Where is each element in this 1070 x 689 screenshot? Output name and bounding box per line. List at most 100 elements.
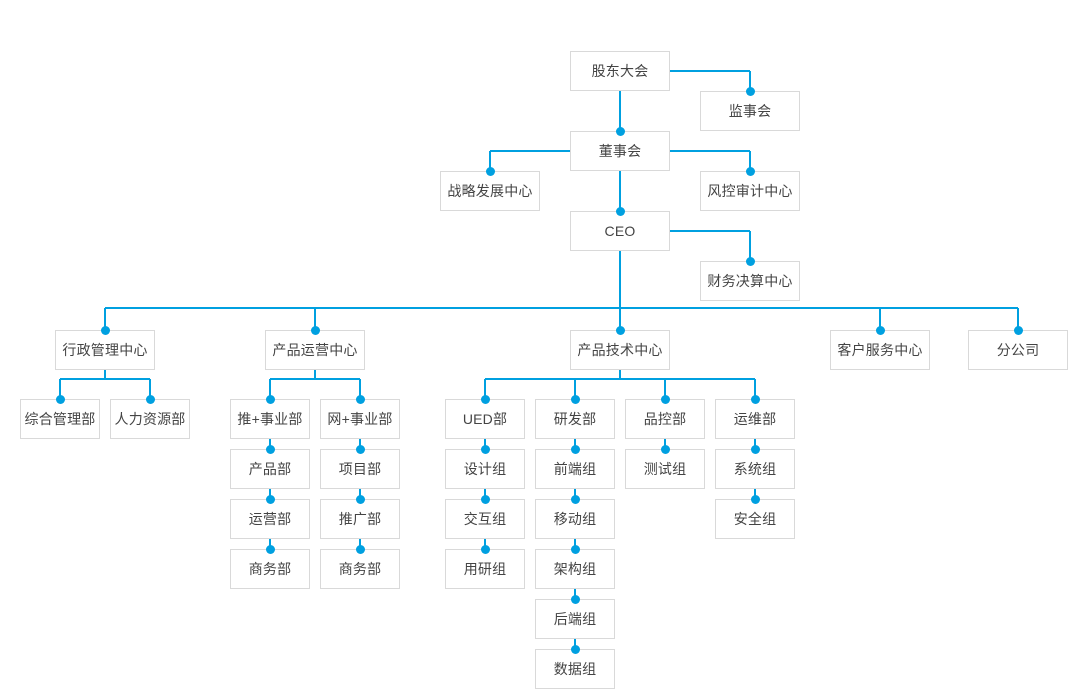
org-node-ops-maint-dept[interactable]: 运维部 bbox=[715, 399, 795, 439]
connector-dot bbox=[570, 494, 580, 504]
org-node-wang-bu[interactable]: 网+事业部 bbox=[320, 399, 400, 439]
connector-dot bbox=[355, 394, 365, 404]
connector-dot bbox=[265, 394, 275, 404]
connector-dot bbox=[750, 494, 760, 504]
org-node-design-group[interactable]: 设计组 bbox=[445, 449, 525, 489]
org-node-qa-dept[interactable]: 品控部 bbox=[625, 399, 705, 439]
org-node-mobile-group[interactable]: 移动组 bbox=[535, 499, 615, 539]
org-node-label: 战略发展中心 bbox=[447, 183, 533, 199]
org-node-label: 测试组 bbox=[643, 461, 687, 477]
org-node-label: 行政管理中心 bbox=[62, 342, 148, 358]
org-node-label: UED部 bbox=[462, 411, 508, 427]
org-node-supervisory[interactable]: 监事会 bbox=[700, 91, 800, 131]
org-node-label: 网+事业部 bbox=[327, 411, 393, 427]
org-node-architecture-group[interactable]: 架构组 bbox=[535, 549, 615, 589]
org-node-label: 用研组 bbox=[463, 561, 507, 577]
connector-dot bbox=[570, 594, 580, 604]
org-node-general-admin[interactable]: 综合管理部 bbox=[20, 399, 100, 439]
connector-dot bbox=[750, 394, 760, 404]
org-node-finance[interactable]: 财务决算中心 bbox=[700, 261, 800, 301]
connector-dot bbox=[1013, 325, 1023, 335]
org-node-label: 推广部 bbox=[338, 511, 382, 527]
org-node-test-group[interactable]: 测试组 bbox=[625, 449, 705, 489]
org-node-hr[interactable]: 人力资源部 bbox=[110, 399, 190, 439]
org-node-label: 系统组 bbox=[733, 461, 777, 477]
org-node-label: 数据组 bbox=[553, 661, 597, 677]
org-node-data-group[interactable]: 数据组 bbox=[535, 649, 615, 689]
org-node-label: 产品技术中心 bbox=[577, 342, 663, 358]
org-node-biz-dept-1[interactable]: 商务部 bbox=[230, 549, 310, 589]
org-node-ued-dept[interactable]: UED部 bbox=[445, 399, 525, 439]
org-node-frontend-group[interactable]: 前端组 bbox=[535, 449, 615, 489]
org-node-ops-dept[interactable]: 运营部 bbox=[230, 499, 310, 539]
org-node-interaction-group[interactable]: 交互组 bbox=[445, 499, 525, 539]
connector-dot bbox=[145, 394, 155, 404]
org-node-backend-group[interactable]: 后端组 bbox=[535, 599, 615, 639]
connector-dot bbox=[570, 444, 580, 454]
connector-dot bbox=[355, 544, 365, 554]
org-node-rd-dept[interactable]: 研发部 bbox=[535, 399, 615, 439]
connector-dot bbox=[615, 126, 625, 136]
connector-dot bbox=[660, 444, 670, 454]
connector-dot bbox=[745, 86, 755, 96]
org-node-label: 品控部 bbox=[643, 411, 687, 427]
org-node-label: 商务部 bbox=[338, 561, 382, 577]
org-node-system-group[interactable]: 系统组 bbox=[715, 449, 795, 489]
connector-dot bbox=[480, 394, 490, 404]
connector-dot bbox=[875, 325, 885, 335]
org-node-label: 前端组 bbox=[553, 461, 597, 477]
org-node-admin-center[interactable]: 行政管理中心 bbox=[55, 330, 155, 370]
org-node-label: CEO bbox=[604, 223, 636, 239]
org-node-label: 移动组 bbox=[553, 511, 597, 527]
org-node-shareholders[interactable]: 股东大会 bbox=[570, 51, 670, 91]
org-node-label: 董事会 bbox=[598, 143, 642, 159]
org-node-promo-dept[interactable]: 推广部 bbox=[320, 499, 400, 539]
connector-dot bbox=[570, 394, 580, 404]
connector-dot bbox=[485, 166, 495, 176]
connector-dot bbox=[355, 444, 365, 454]
connector-dot bbox=[615, 325, 625, 335]
connector-dot bbox=[480, 544, 490, 554]
connector-dot bbox=[480, 494, 490, 504]
org-node-label: 综合管理部 bbox=[24, 411, 96, 427]
org-node-product-ops-center[interactable]: 产品运营中心 bbox=[265, 330, 365, 370]
org-node-board[interactable]: 董事会 bbox=[570, 131, 670, 171]
org-node-strategy[interactable]: 战略发展中心 bbox=[440, 171, 540, 211]
org-node-label: 推+事业部 bbox=[237, 411, 303, 427]
org-node-risk-audit[interactable]: 风控审计中心 bbox=[700, 171, 800, 211]
org-node-label: 后端组 bbox=[553, 611, 597, 627]
org-node-label: 产品运营中心 bbox=[272, 342, 358, 358]
connector-dot bbox=[615, 206, 625, 216]
connector-dot bbox=[265, 544, 275, 554]
org-node-label: 财务决算中心 bbox=[707, 273, 793, 289]
connector-dot bbox=[660, 394, 670, 404]
connector-dot bbox=[570, 544, 580, 554]
org-node-security-group[interactable]: 安全组 bbox=[715, 499, 795, 539]
org-node-branch[interactable]: 分公司 bbox=[968, 330, 1068, 370]
connector-dot bbox=[745, 256, 755, 266]
connector-dot bbox=[265, 444, 275, 454]
connector-dot bbox=[265, 494, 275, 504]
org-node-label: 分公司 bbox=[996, 342, 1040, 358]
org-node-label: 研发部 bbox=[553, 411, 597, 427]
org-node-label: 架构组 bbox=[553, 561, 597, 577]
org-node-tui-bu[interactable]: 推+事业部 bbox=[230, 399, 310, 439]
org-node-customer-service[interactable]: 客户服务中心 bbox=[830, 330, 930, 370]
org-node-ceo[interactable]: CEO bbox=[570, 211, 670, 251]
connector-dot bbox=[745, 166, 755, 176]
org-node-tech-center[interactable]: 产品技术中心 bbox=[570, 330, 670, 370]
org-node-user-research-group[interactable]: 用研组 bbox=[445, 549, 525, 589]
org-node-label: 监事会 bbox=[728, 103, 772, 119]
connector-dot bbox=[355, 494, 365, 504]
org-node-label: 安全组 bbox=[733, 511, 777, 527]
connector-dot bbox=[480, 444, 490, 454]
org-node-label: 股东大会 bbox=[591, 63, 649, 79]
org-node-product-dept[interactable]: 产品部 bbox=[230, 449, 310, 489]
org-node-label: 项目部 bbox=[338, 461, 382, 477]
connector-dot bbox=[310, 325, 320, 335]
org-node-biz-dept-2[interactable]: 商务部 bbox=[320, 549, 400, 589]
org-node-project-dept[interactable]: 项目部 bbox=[320, 449, 400, 489]
org-node-label: 交互组 bbox=[463, 511, 507, 527]
org-node-label: 客户服务中心 bbox=[837, 342, 923, 358]
